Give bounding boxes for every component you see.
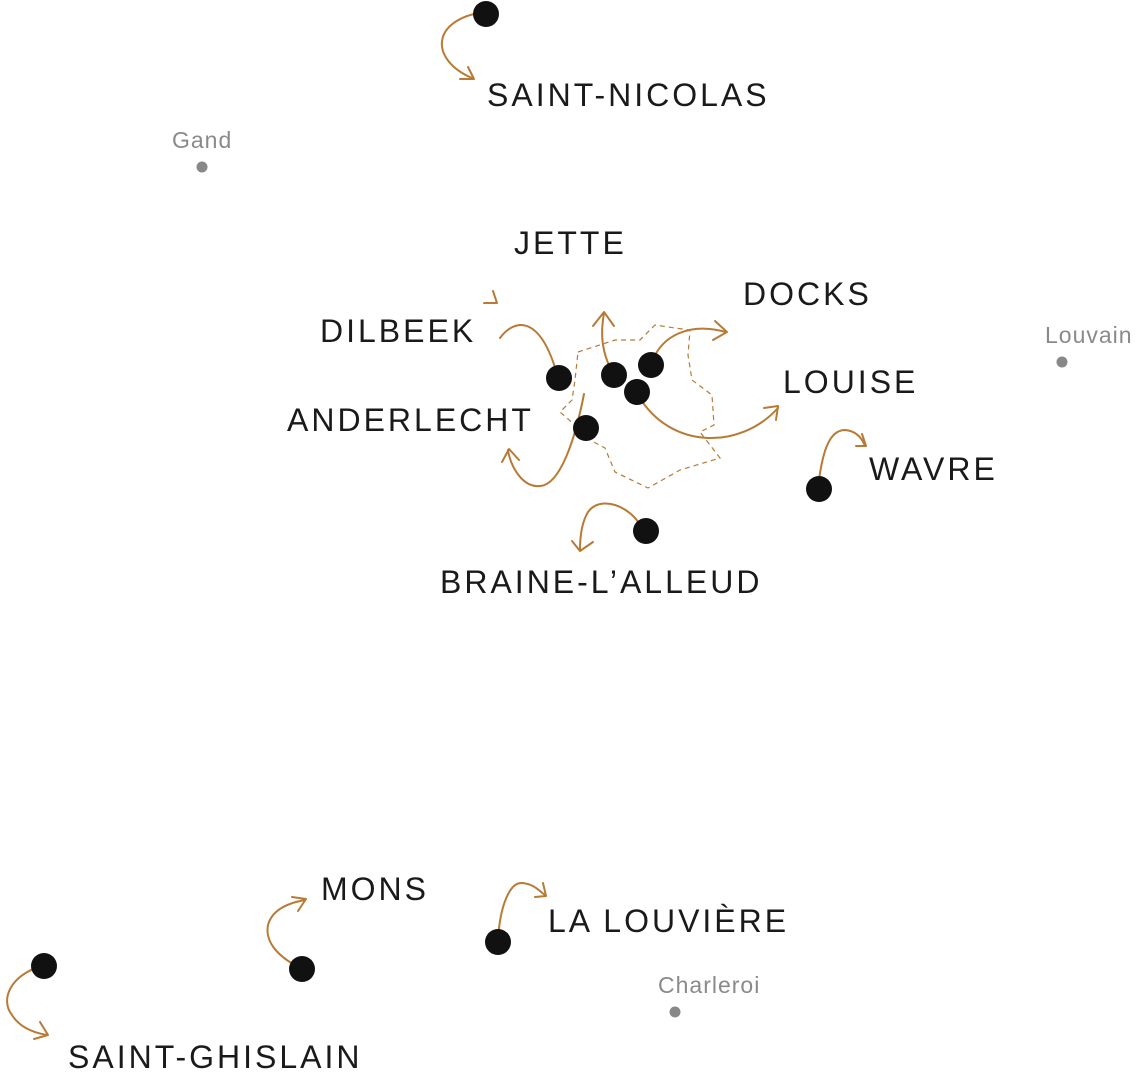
arrow-icon bbox=[637, 394, 779, 439]
city-gand: Gand bbox=[172, 127, 232, 173]
arrowhead-icon bbox=[501, 448, 520, 463]
location-jette[interactable]: JETTE bbox=[514, 225, 627, 388]
city-label-louvain: Louvain bbox=[1045, 322, 1133, 348]
arrow-icon bbox=[6, 965, 48, 1036]
location-marker[interactable] bbox=[573, 415, 599, 441]
location-label-dilbeek[interactable]: DILBEEK bbox=[320, 313, 476, 349]
location-label-la-louviere[interactable]: LA LOUVIÈRE bbox=[548, 903, 789, 939]
city-charleroi: Charleroi bbox=[658, 972, 760, 1018]
location-label-braine-lalleud[interactable]: BRAINE-L’ALLEUD bbox=[440, 564, 762, 600]
city-label-charleroi: Charleroi bbox=[658, 972, 760, 998]
location-marker[interactable] bbox=[485, 929, 511, 955]
location-marker[interactable] bbox=[31, 953, 57, 979]
location-braine-lalleud[interactable]: BRAINE-L’ALLEUD bbox=[440, 502, 762, 600]
location-mons[interactable]: MONS bbox=[266, 871, 429, 982]
location-marker[interactable] bbox=[624, 379, 650, 405]
location-marker[interactable] bbox=[546, 365, 572, 391]
city-dot-louvain bbox=[1056, 356, 1068, 368]
location-docks[interactable]: DOCKS bbox=[638, 276, 872, 378]
location-label-anderlecht[interactable]: ANDERLECHT bbox=[287, 402, 534, 438]
location-marker[interactable] bbox=[473, 1, 499, 27]
arrowhead-icon bbox=[291, 896, 307, 912]
location-label-saint-ghislain[interactable]: SAINT-GHISLAIN bbox=[68, 1039, 363, 1075]
arrow-icon bbox=[266, 899, 306, 969]
city-louvain: Louvain bbox=[1045, 322, 1133, 368]
location-anderlecht[interactable]: ANDERLECHT bbox=[287, 393, 599, 488]
arrowhead-icon bbox=[534, 882, 547, 898]
city-dot-charleroi bbox=[669, 1006, 681, 1018]
brussels-region-border bbox=[559, 324, 722, 489]
arrowhead-icon bbox=[33, 1021, 49, 1040]
location-saint-ghislain[interactable]: SAINT-GHISLAIN bbox=[6, 953, 363, 1075]
arrowhead-icon bbox=[483, 290, 498, 304]
location-wavre[interactable]: WAVRE bbox=[806, 429, 998, 502]
location-label-mons[interactable]: MONS bbox=[321, 871, 429, 907]
location-saint-nicolas[interactable]: SAINT-NICOLAS bbox=[441, 1, 770, 113]
arrow-icon bbox=[817, 429, 866, 488]
arrow-icon bbox=[579, 502, 643, 551]
location-marker[interactable] bbox=[289, 956, 315, 982]
arrowhead-icon bbox=[712, 320, 728, 341]
location-louise[interactable]: LOUISE bbox=[624, 364, 918, 439]
location-marker[interactable] bbox=[638, 352, 664, 378]
arrow-icon bbox=[497, 882, 546, 941]
location-label-saint-nicolas[interactable]: SAINT-NICOLAS bbox=[487, 77, 770, 113]
arrowhead-icon bbox=[763, 405, 779, 421]
arrowhead-icon bbox=[571, 540, 594, 552]
city-label-gand: Gand bbox=[172, 127, 232, 153]
arrow-icon bbox=[441, 11, 485, 79]
arrowhead-icon bbox=[592, 311, 615, 327]
location-label-wavre[interactable]: WAVRE bbox=[869, 451, 998, 487]
city-dot-gand bbox=[196, 161, 208, 173]
location-label-jette[interactable]: JETTE bbox=[514, 225, 627, 261]
location-la-louviere[interactable]: LA LOUVIÈRE bbox=[485, 882, 789, 955]
arrowhead-icon bbox=[855, 433, 867, 447]
location-label-docks[interactable]: DOCKS bbox=[743, 276, 872, 312]
location-marker[interactable] bbox=[601, 362, 627, 388]
arrowhead-icon bbox=[459, 66, 475, 80]
arrow-icon bbox=[499, 324, 558, 375]
location-dilbeek[interactable]: DILBEEK bbox=[320, 290, 572, 391]
location-marker[interactable] bbox=[633, 518, 659, 544]
location-label-louise[interactable]: LOUISE bbox=[783, 364, 918, 400]
location-marker[interactable] bbox=[806, 476, 832, 502]
